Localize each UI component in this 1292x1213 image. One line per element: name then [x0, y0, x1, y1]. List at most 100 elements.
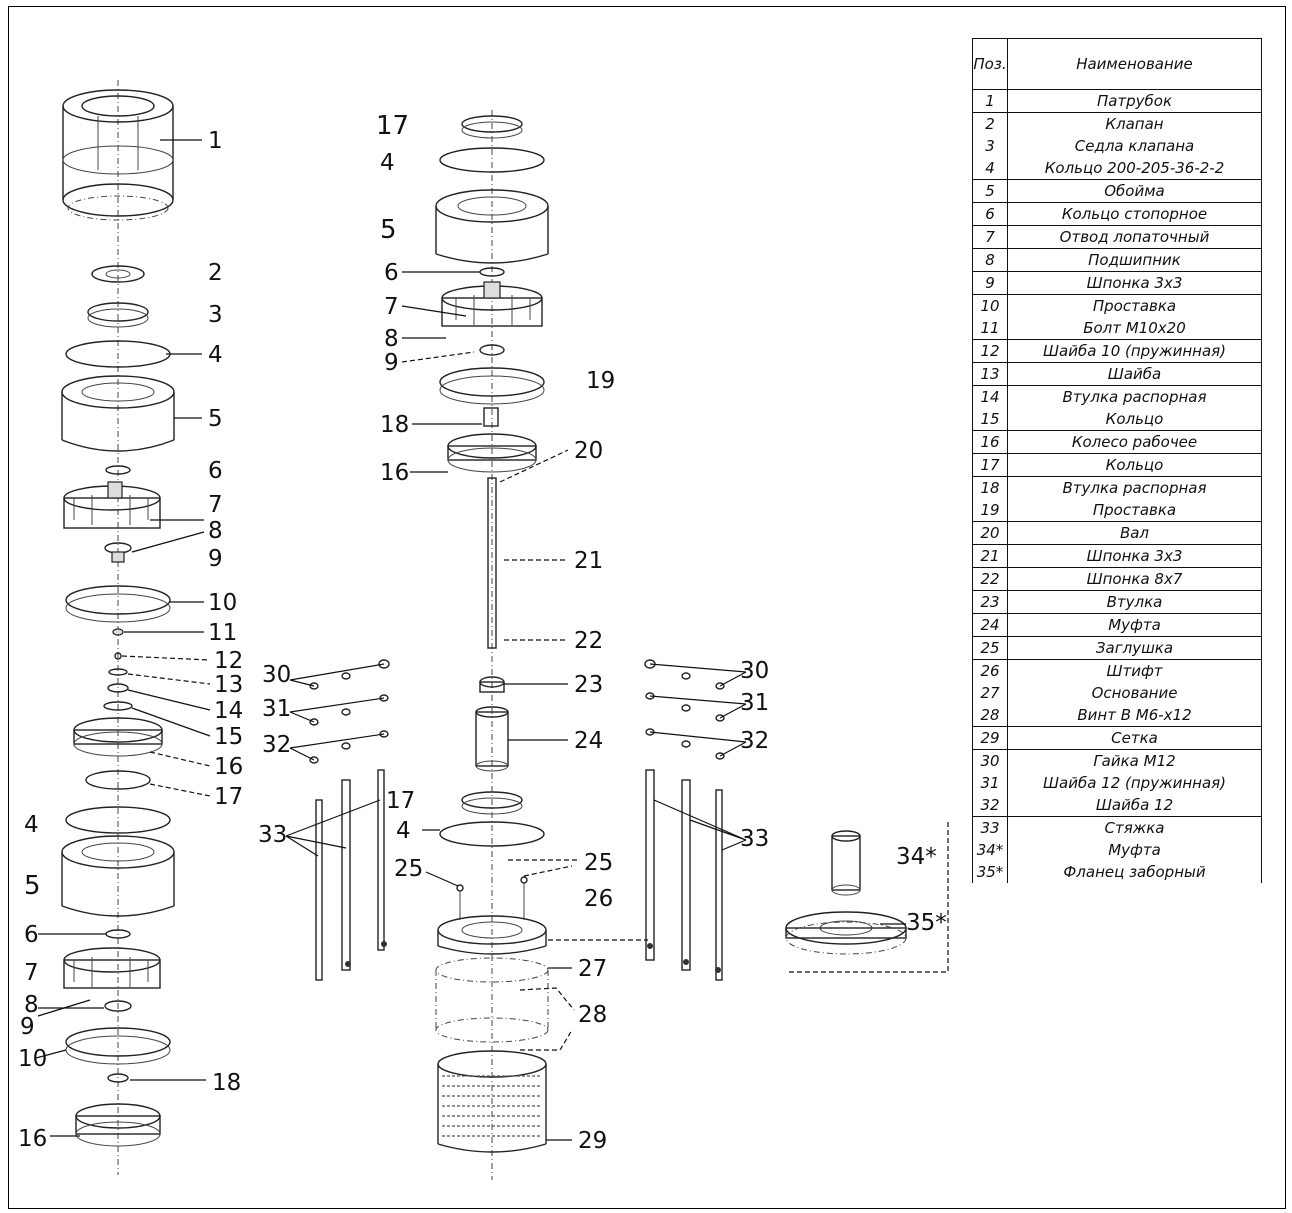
row-position: 12 [972, 339, 1008, 363]
callout-4: 4 [208, 342, 223, 368]
row-position: 31 [972, 772, 1008, 794]
row-position: 25 [972, 636, 1008, 660]
row-name: Шайба 12 (пружинная) [1007, 772, 1262, 794]
row-name: Гайка М12 [1007, 749, 1262, 772]
row-name: Проставка [1007, 499, 1262, 522]
row-position: 34* [972, 839, 1008, 861]
callout-27: 27 [578, 956, 607, 982]
callout-8: 8 [208, 518, 223, 544]
row-position: 28 [972, 704, 1008, 727]
callout-17-center: 17 [386, 788, 415, 814]
row-name: Проставка [1007, 294, 1262, 317]
callout-30-left: 30 [262, 662, 291, 688]
callout-3: 3 [208, 302, 223, 328]
row-position: 21 [972, 544, 1008, 568]
row-position: 11 [972, 317, 1008, 340]
row-name: Кольцо стопорное [1007, 202, 1262, 226]
row-name: Стяжка [1007, 816, 1262, 839]
table-row: 35*Фланец заборный [972, 861, 1262, 883]
row-position: 32 [972, 794, 1008, 817]
callout-17-center-top: 17 [376, 111, 409, 141]
part-housing-5-top [61, 375, 175, 452]
row-position: 1 [972, 89, 1008, 113]
callout-1: 1 [208, 128, 223, 154]
part-base-27 [435, 915, 549, 1043]
callout-9: 9 [208, 546, 223, 572]
part-screen-29 [437, 1050, 547, 1153]
row-name: Основание [1007, 682, 1262, 704]
row-name: Патрубок [1007, 89, 1262, 113]
callout-7: 7 [208, 492, 223, 518]
part-housing-5-center [435, 189, 549, 264]
part-impeller-16-center [447, 433, 537, 473]
callout-7-lower: 7 [24, 960, 39, 986]
row-position: 20 [972, 521, 1008, 545]
callout-35: 35* [906, 910, 947, 936]
part-diffuser-7-top [63, 481, 161, 529]
callout-22: 22 [574, 628, 603, 654]
callout-18: 18 [380, 412, 409, 438]
exploded-pump-diagram: 1 2 3 4 5 6 7 8 9 10 11 12 13 14 15 16 1… [18, 80, 949, 1180]
part-impeller-16-top [73, 717, 163, 757]
callout-6-lower: 6 [24, 922, 39, 948]
row-position: 10 [972, 294, 1008, 317]
row-position: 23 [972, 590, 1008, 614]
row-name: Кольцо [1007, 408, 1262, 431]
callout-5-lower: 5 [24, 871, 41, 901]
callout-32-left: 32 [262, 732, 291, 758]
drawing-frame [8, 6, 1286, 1209]
row-name: Кольцо [1007, 453, 1262, 477]
parts-table-header: Поз. Наименование [972, 38, 1262, 90]
row-position: 3 [972, 135, 1008, 157]
part-retaining-ring-6-top [105, 465, 131, 475]
row-name: Шпонка 3х3 [1007, 271, 1262, 295]
row-position: 27 [972, 682, 1008, 704]
row-name: Заглушка [1007, 636, 1262, 660]
row-position: 15 [972, 408, 1008, 431]
part-valve-seat-3 [87, 302, 149, 322]
row-name: Втулка распорная [1007, 385, 1262, 408]
optional-inlet-assembly [785, 822, 949, 973]
callout-4-lower: 4 [24, 812, 39, 838]
row-position: 17 [972, 453, 1008, 477]
callout-30-right: 30 [740, 658, 769, 684]
callout-25-right: 25 [584, 850, 613, 876]
callout-23: 23 [574, 672, 603, 698]
row-position: 7 [972, 225, 1008, 249]
row-name: Клапан [1007, 112, 1262, 135]
callout-16-lower: 16 [18, 1126, 47, 1152]
row-position: 33 [972, 816, 1008, 839]
callout-34: 34* [896, 844, 937, 870]
callout-10-lower: 10 [18, 1046, 47, 1072]
callout-8-lower: 8 [24, 992, 39, 1018]
row-name: Болт М10х20 [1007, 317, 1262, 340]
callout-31-right: 31 [740, 690, 769, 716]
callout-13: 13 [214, 672, 243, 698]
callout-15: 15 [214, 724, 243, 750]
row-name: Фланец заборный [1007, 861, 1262, 883]
callout-12: 12 [214, 648, 243, 674]
part-spacer-10-top [65, 585, 171, 615]
